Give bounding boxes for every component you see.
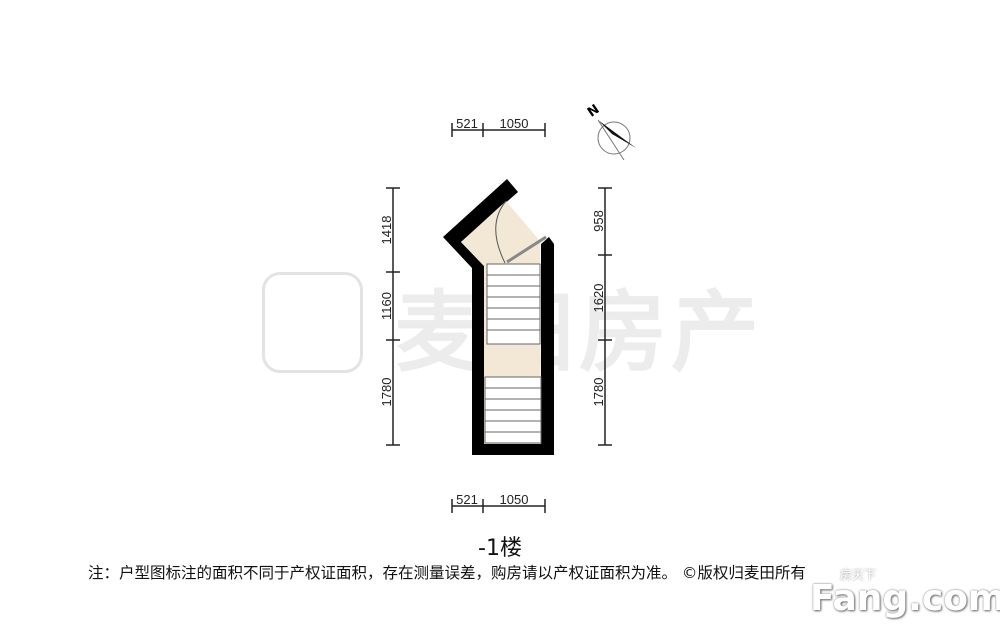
dim-left-2: 1160 bbox=[379, 292, 394, 320]
dim-right-3: 1780 bbox=[591, 378, 606, 407]
dim-left-1: 1418 bbox=[379, 216, 394, 245]
dim-left-3: 1780 bbox=[379, 378, 394, 407]
dim-top-1: 521 bbox=[456, 116, 478, 131]
watermark-text: 麦田房产 bbox=[395, 281, 764, 384]
disclaimer-note: 注：户型图标注的面积不同于产权证面积，存在测量误差，购房请以产权证面积为准。 ©… bbox=[88, 564, 806, 582]
dim-top-2: 1050 bbox=[500, 116, 529, 131]
watermark-logo bbox=[262, 272, 363, 373]
right-dimension bbox=[598, 187, 612, 446]
brand-watermark: Fang.com bbox=[810, 578, 1000, 619]
compass-north-label: N bbox=[585, 102, 603, 121]
top-dimension bbox=[451, 123, 546, 137]
dim-bottom-1: 521 bbox=[456, 492, 478, 507]
compass-icon: N bbox=[585, 102, 636, 161]
bottom-dimension bbox=[451, 499, 546, 513]
left-dimension bbox=[386, 187, 400, 446]
walls bbox=[443, 179, 554, 455]
door-arc bbox=[495, 200, 507, 264]
dim-right-1: 958 bbox=[591, 210, 606, 232]
dim-bottom-2: 1050 bbox=[500, 492, 529, 507]
stairs-lower bbox=[484, 376, 542, 444]
door-leaf bbox=[506, 235, 547, 264]
dim-right-2: 1620 bbox=[591, 284, 606, 313]
floor-label: -1楼 bbox=[478, 536, 522, 561]
brand-cn-watermark: 房天下 bbox=[840, 568, 877, 582]
stairs-upper bbox=[486, 263, 541, 345]
